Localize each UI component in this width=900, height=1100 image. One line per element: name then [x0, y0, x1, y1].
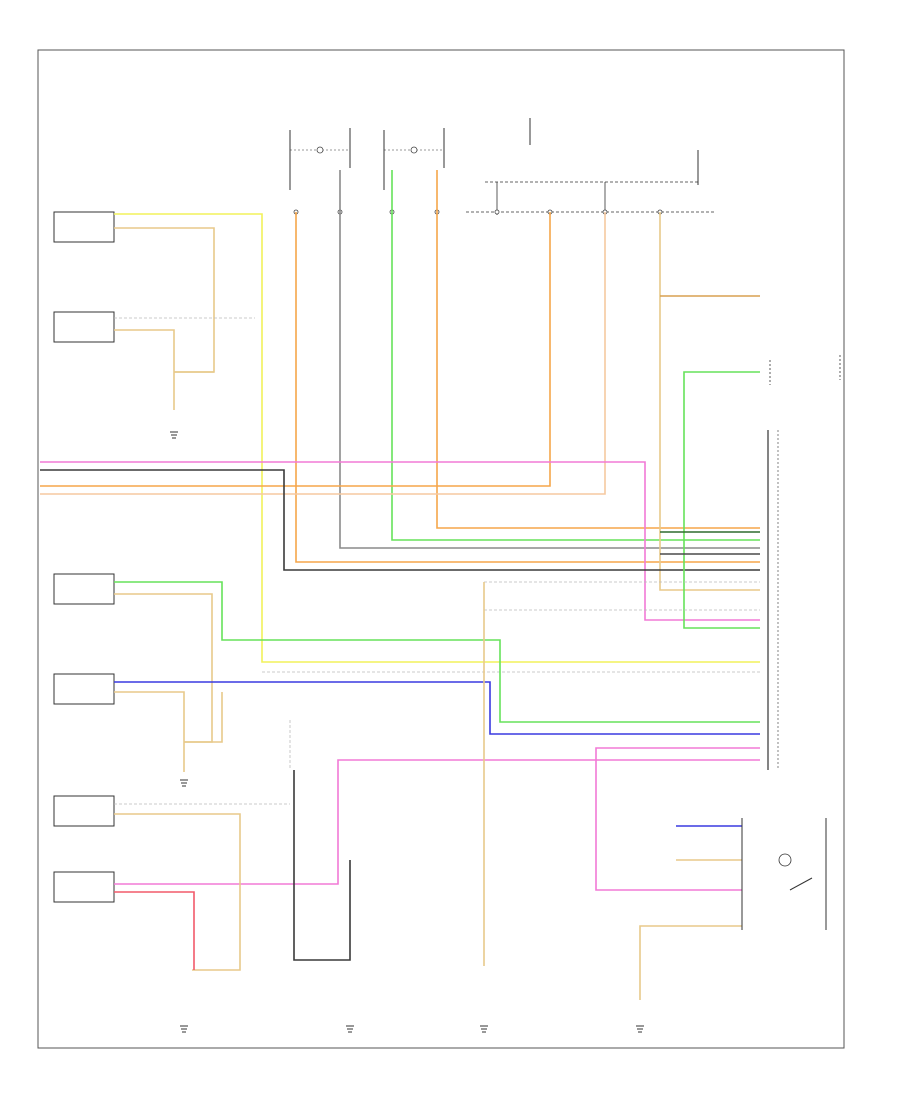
wire-yellow [114, 213, 760, 663]
wire-tan-2 [114, 329, 175, 410]
wire-black-1 [40, 469, 760, 571]
wire-red [114, 891, 195, 970]
wire-blue [114, 681, 760, 735]
switch-contact [789, 877, 813, 891]
relay-left [289, 128, 351, 190]
wire-tan-5 [114, 691, 185, 772]
relay-right [383, 128, 445, 190]
wire-tan-10 [639, 925, 742, 1000]
wire-black-2 [293, 770, 351, 961]
diagram-frame [37, 49, 845, 1049]
wire-green-3 [114, 581, 760, 723]
sensor-box-5 [53, 795, 115, 827]
sensor-box-6 [53, 871, 115, 903]
wire-tan-f2 [40, 212, 606, 495]
sensor-box-2 [53, 311, 115, 343]
wire-green-2 [683, 371, 760, 629]
fuse-panel [466, 118, 716, 215]
wire-orange-r2 [436, 170, 760, 529]
sensor-box-3 [53, 573, 115, 605]
wire-orange-f1 [40, 212, 551, 487]
sensor-box-1 [53, 211, 115, 243]
ground-symbols [170, 431, 644, 1033]
wire-gray-r1 [339, 170, 760, 549]
wire-tan-4 [114, 593, 213, 743]
wire-pink-1 [40, 461, 760, 621]
sensor-box-4 [53, 673, 115, 705]
wire-tan-f3 [659, 212, 760, 591]
front-connector [769, 355, 841, 385]
wire-pink-2 [595, 747, 760, 891]
wire-orange-r1 [295, 212, 760, 563]
wire-tan-8 [114, 813, 241, 971]
horn-icon [778, 853, 792, 867]
wire-green-r2 [391, 170, 760, 541]
wire-pink-3 [114, 759, 760, 885]
wire-tan-1 [114, 227, 215, 373]
wire-tan-6 [184, 692, 223, 743]
control-module-connector [767, 430, 779, 770]
